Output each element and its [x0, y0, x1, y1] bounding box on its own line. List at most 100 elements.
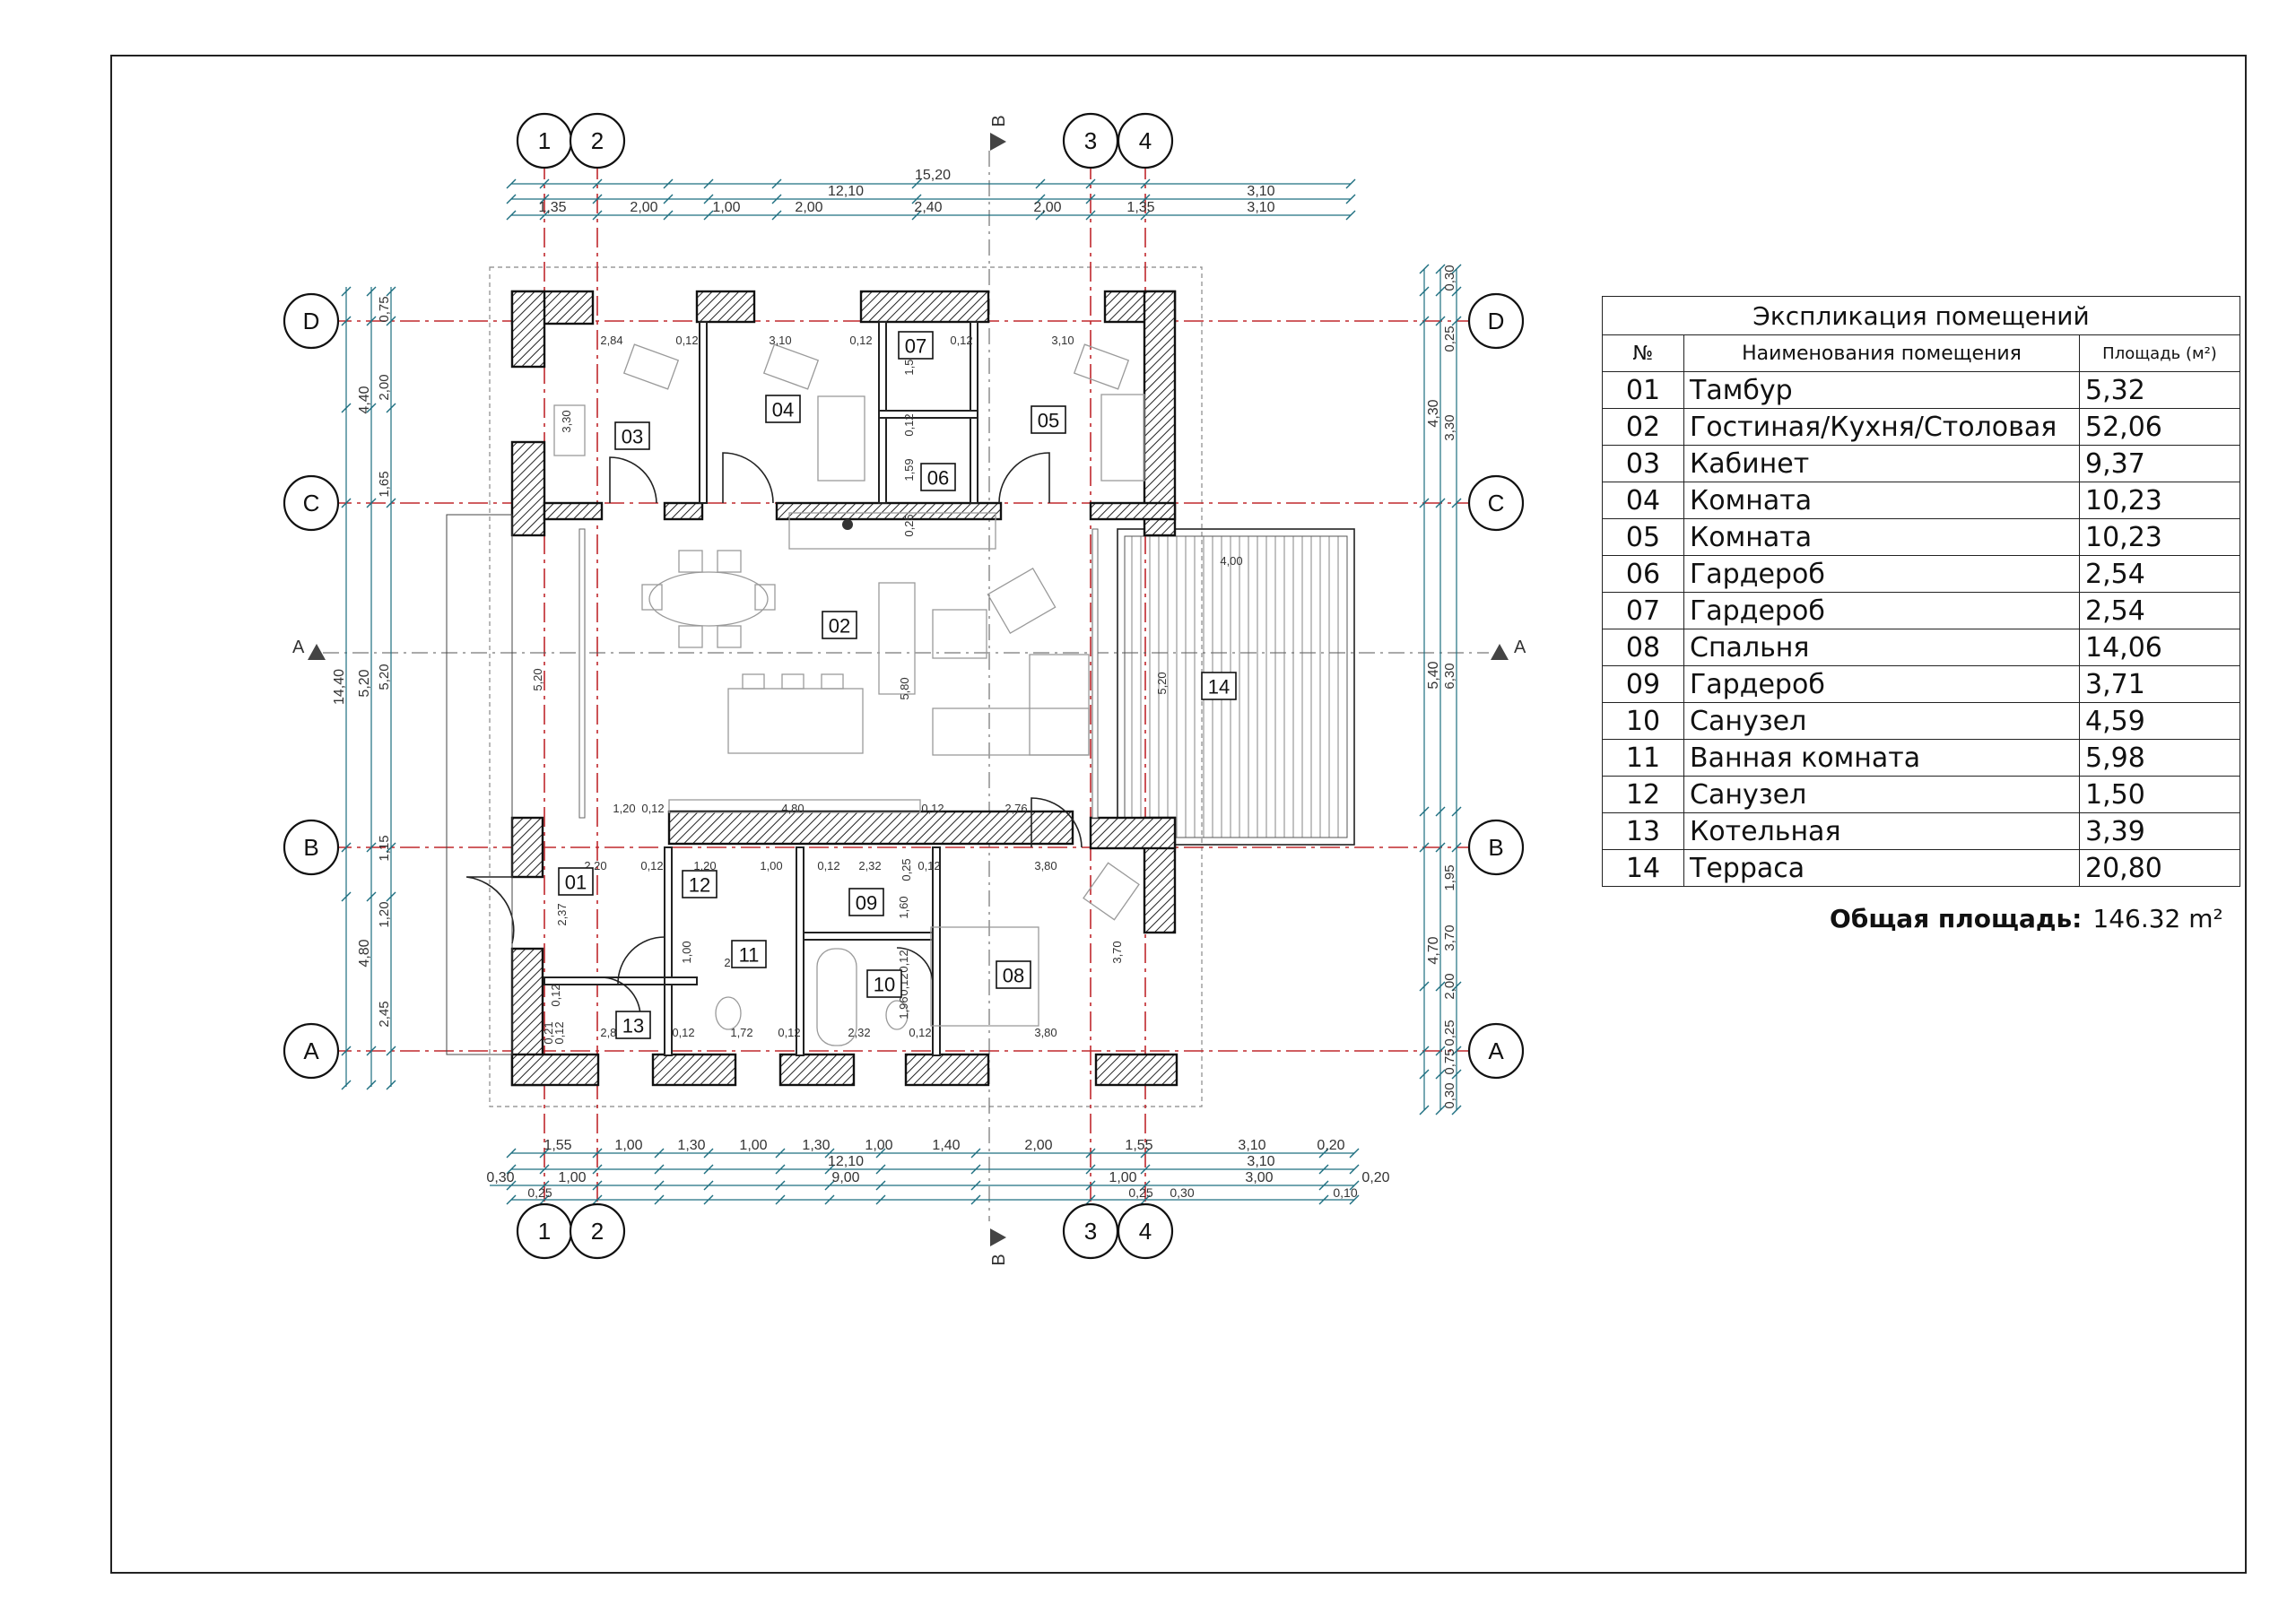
dim-label: 1,95 [1442, 864, 1457, 890]
room-tag-box [898, 331, 934, 360]
explication-cell-name: Санузел [1683, 702, 2080, 740]
explication-cell-area: 10,23 [2079, 518, 2240, 556]
explication-cell-no: 11 [1602, 739, 1684, 777]
explication-cell-name: Гардероб [1683, 665, 2080, 703]
col-no: № [1602, 334, 1684, 372]
dim-label: 0,30 [1442, 265, 1457, 291]
dim-label: 1,15 [377, 835, 392, 861]
dim-label-inner: 0,12 [902, 413, 916, 436]
explication-table: Экспликация помещений № Наименования пом… [1602, 296, 2240, 887]
dim-label-inner: 1,60 [897, 896, 910, 918]
section-arrow-icon [1491, 644, 1509, 660]
explication-cell-no: 03 [1602, 445, 1684, 482]
dim-label-inner: 2,76 [1004, 802, 1027, 815]
section-label-a-right: A [1514, 638, 1526, 657]
axis-label: 3 [1084, 127, 1097, 154]
dim-label-inner: 0,12 [909, 1026, 931, 1039]
dim-top-main: 12,10 [828, 184, 864, 199]
explication-cell-area: 4,59 [2079, 702, 2240, 740]
total-area: Общая площадь:146.32 m² [1830, 904, 2223, 933]
col-name: Наименования помещения [1683, 334, 2080, 372]
dim-label: 0,25 [1128, 1185, 1152, 1200]
dim-label: 9,00 [831, 1170, 859, 1185]
room-tag-label: 02 [829, 615, 850, 638]
kitchen-sink-icon [842, 519, 853, 530]
dim-top-overall: 15,20 [915, 168, 951, 183]
axis-label: 1 [538, 1218, 551, 1245]
dim-label: 4,70 [1426, 936, 1441, 964]
axis-bubble-top [1117, 112, 1174, 169]
dim-label: 5,20 [357, 669, 372, 697]
room-tag-box [822, 611, 857, 639]
room-tag-label: 09 [856, 892, 877, 915]
dim-label-inner: 3,10 [769, 334, 791, 347]
dim-label: 0,25 [1442, 325, 1457, 352]
dim-label-inner: 3,80 [1034, 859, 1057, 872]
dim-label-inner: 1,00 [680, 941, 693, 963]
axis-bubble-bottom [569, 1202, 626, 1260]
dim-label: 1,35 [1126, 200, 1154, 215]
axis-bubble-right [1467, 1022, 1525, 1080]
explication-cell-area: 52,06 [2079, 408, 2240, 446]
axis-label: D [303, 308, 320, 334]
total-area-value: 146.32 m² [2092, 904, 2223, 933]
axis-bubble-right [1467, 474, 1525, 532]
explication-cell-name: Терраса [1683, 849, 2080, 887]
dim-label-inner: 0,12 [549, 984, 562, 1006]
explication-cell-name: Ванная комната [1683, 739, 2080, 777]
dim-label: 2,45 [377, 1001, 392, 1027]
axis-label: 1 [538, 127, 551, 154]
axis-bubble-left [283, 819, 340, 876]
axis-label: 4 [1139, 127, 1152, 154]
dim-label-inner: 0,12 [675, 334, 698, 347]
explication-cell-no: 08 [1602, 629, 1684, 666]
section-markers: B B A A [292, 115, 1526, 1265]
room-tag-box [558, 867, 594, 896]
dim-label: 0,20 [1361, 1170, 1389, 1185]
axis-label: 3 [1084, 1218, 1097, 1245]
dim-label-inner: 0,21 [542, 1021, 555, 1044]
axis-label: C [1488, 490, 1505, 516]
dim-label-inner: 1,96 [897, 996, 910, 1019]
dim-label: 6,30 [1442, 663, 1457, 689]
dim-label: 0,30 [486, 1170, 514, 1185]
dim-label: 1,40 [932, 1138, 960, 1153]
dim-left-outer: 14,40 [332, 669, 347, 705]
explication-cell-area: 2,54 [2079, 555, 2240, 593]
walls [510, 290, 1178, 1087]
section-label-b-top: B [989, 115, 1009, 126]
explication-cell-no: 02 [1602, 408, 1684, 446]
dim-bottom-right: 3,10 [1247, 1154, 1274, 1169]
dim-label: 3,00 [1245, 1170, 1273, 1185]
room-tag-label: 07 [905, 335, 926, 358]
dim-label: 0,30 [1442, 1082, 1457, 1108]
explication-header: № Наименования помещения Площадь (м²) [1602, 334, 2240, 372]
explication-cell-no: 14 [1602, 849, 1684, 887]
explication-cell-no: 07 [1602, 592, 1684, 629]
explication-cell-no: 13 [1602, 812, 1684, 850]
explication-cell-area: 3,39 [2079, 812, 2240, 850]
axis-label: 4 [1139, 1218, 1152, 1245]
dim-label-inner: 3,70 [1110, 941, 1124, 963]
room-tag-label: 10 [874, 974, 895, 996]
room-tag-label: 13 [622, 1015, 644, 1037]
dim-label-inner: 2,37 [555, 903, 569, 925]
partitions [544, 321, 1099, 1056]
dim-label-inner: 1,00 [760, 859, 782, 872]
room-tag-box [920, 463, 956, 491]
dim-label: 2,00 [795, 200, 822, 215]
dim-label-inner: 3,10 [1051, 334, 1074, 347]
axis-label: B [303, 834, 318, 861]
dim-label: 1,30 [802, 1138, 830, 1153]
dim-label-inner: 0,12 [641, 802, 664, 815]
dim-label: 2,00 [1442, 973, 1457, 999]
